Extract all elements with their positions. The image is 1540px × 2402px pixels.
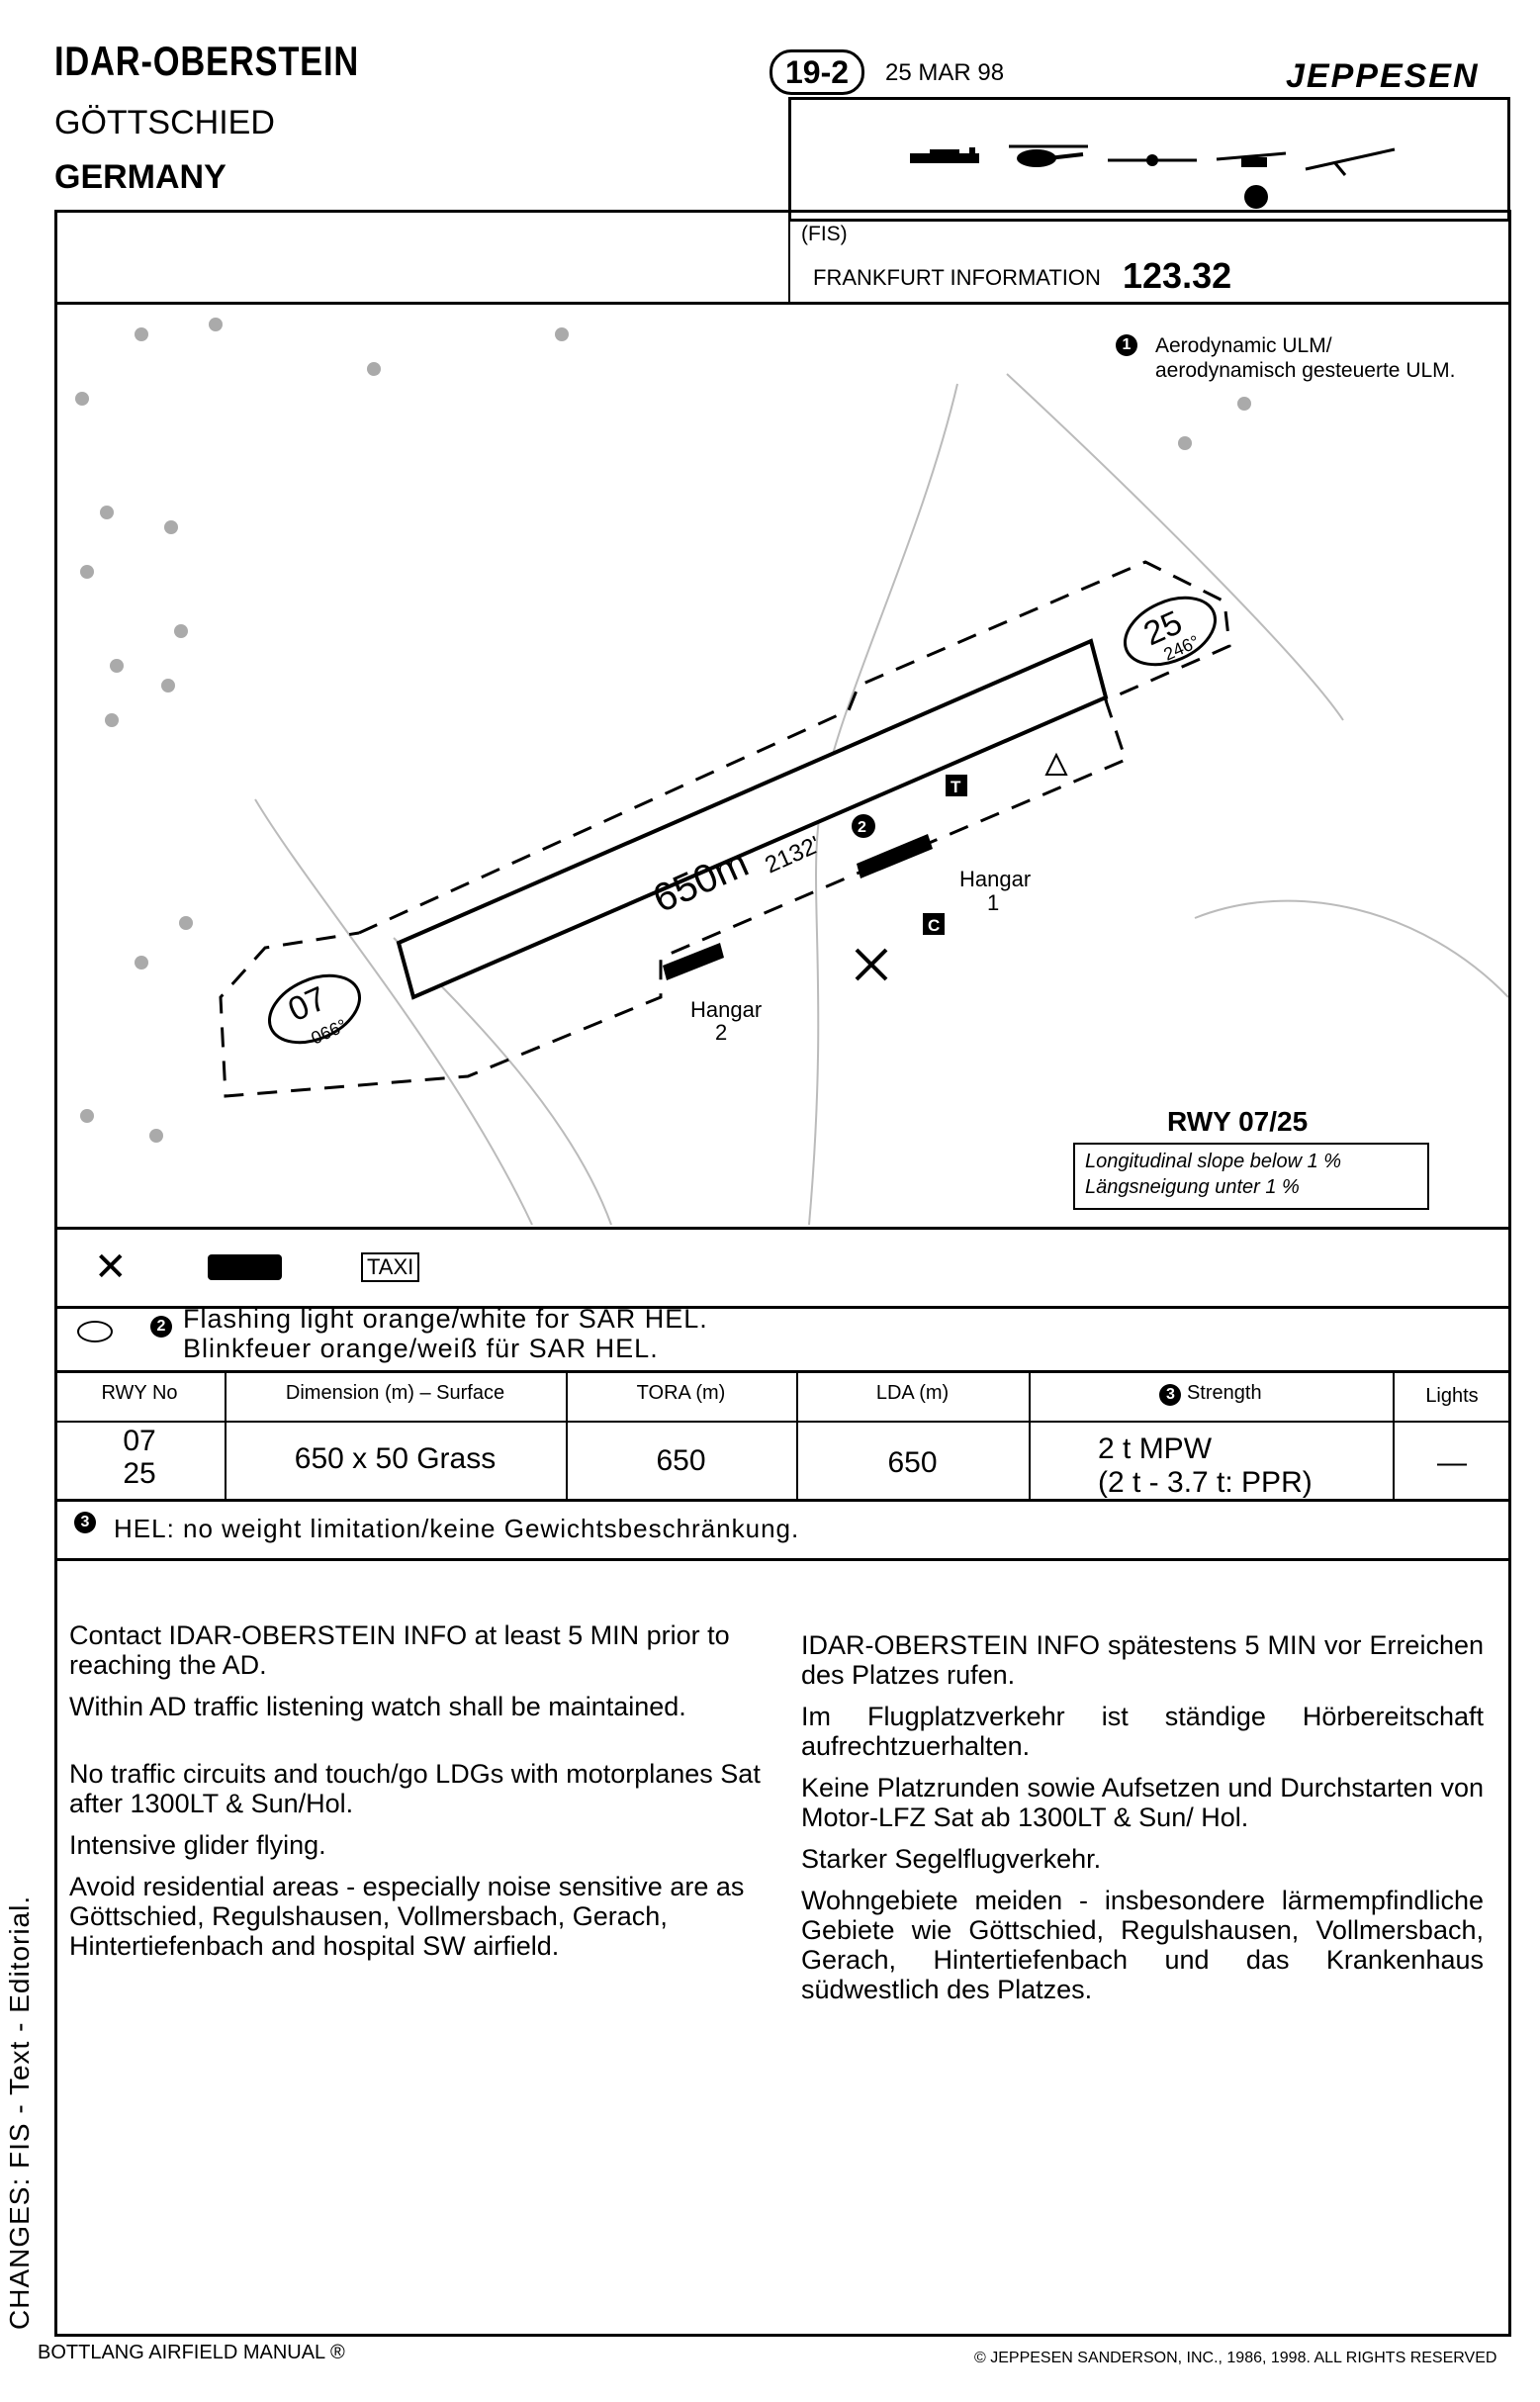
hangar-2-number: 2	[715, 1020, 727, 1045]
cell-lda: 650	[887, 1446, 938, 1479]
rwy-07-marker	[267, 973, 362, 1045]
taxi-icon: TAXI	[361, 1252, 420, 1282]
airplane-icon	[910, 147, 979, 163]
lighting-line-2: Blinkfeuer orange/weiß für SAR HEL.	[183, 1334, 659, 1363]
strength-note-badge: 3	[1159, 1384, 1182, 1406]
place-name: GÖTTSCHIED	[54, 104, 275, 141]
tree-icons	[75, 318, 1251, 1143]
rwy-slope-line-1: Longitudinal slope below 1 %	[1085, 1151, 1342, 1172]
text-en-1: Contact IDAR-OBERSTEIN INFO at least 5 M…	[69, 1620, 730, 1680]
hangar-2-label: Hangar	[690, 997, 762, 1022]
note-2-marker-label: 2	[858, 819, 866, 836]
rwy-25-marker	[1123, 596, 1218, 667]
rwy-slope-box: Longitudinal slope below 1 % Längsneigun…	[1073, 1143, 1429, 1210]
customs-marker-label: C	[928, 916, 940, 935]
text-en-2: Within AD traffic listening watch shall …	[69, 1692, 686, 1721]
text-de-5: Wohngebiete meiden - insbesondere lärmem…	[801, 1886, 1484, 2004]
hangar-1-label: Hangar	[959, 867, 1031, 891]
beacon-icon	[77, 1321, 113, 1342]
aircraft-icons	[910, 144, 1396, 209]
hangar-1-number: 1	[987, 890, 999, 915]
hang-glider-icon	[1305, 147, 1396, 176]
text-en-4: Intensive glider flying.	[69, 1830, 326, 1860]
ulm-icon	[1216, 151, 1287, 167]
hel-note-badge: 3	[74, 1512, 96, 1533]
text-de-column: IDAR-OBERSTEIN INFO spätestens 5 MIN vor…	[801, 1630, 1484, 2004]
header-strength: 3 Strength	[1029, 1382, 1393, 1406]
cell-strength-1: 2 t MPW	[1098, 1432, 1213, 1465]
restaurant-icon-map	[855, 948, 888, 981]
chart-number: 19-2	[770, 49, 864, 95]
road-lines	[254, 373, 1508, 1226]
header-lda: LDA (m)	[875, 1382, 950, 1404]
hangar-2-building	[663, 943, 724, 980]
helicopter-icon	[1009, 144, 1088, 167]
airfield-name: IDAR-OBERSTEIN	[54, 38, 360, 84]
text-de-2: Im Flugplatzverkehr ist ständige Hörbere…	[801, 1702, 1484, 1761]
airfield-map: 650m 2132' 07 066° 25 246° Hangar 1 Hang…	[75, 318, 1508, 1226]
comm-name: FRANKFURT INFORMATION	[813, 265, 1101, 290]
header-rwy-no: RWY No	[101, 1382, 178, 1404]
header-tora: TORA (m)	[636, 1382, 726, 1404]
hangar-1-building	[857, 834, 933, 878]
note-1-line-1: Aerodynamic ULM/	[1155, 334, 1332, 357]
header-dimension: Dimension (m) – Surface	[285, 1382, 505, 1404]
note-1-badge: 1	[1116, 334, 1137, 356]
text-en-3: No traffic circuits and touch/go LDGs wi…	[69, 1759, 761, 1818]
note-1-line-2: aerodynamisch gesteuerte ULM.	[1155, 359, 1456, 382]
text-de-4: Starker Segelflugverkehr.	[801, 1844, 1102, 1874]
rwy-slope-line-2: Längsneigung unter 1 %	[1085, 1176, 1300, 1198]
lighting-note-badge: 2	[150, 1316, 172, 1338]
glider-icon	[1108, 154, 1197, 166]
customs-marker	[923, 913, 945, 935]
text-de-3: Keine Platzrunden sowie Aufsetzen und Du…	[801, 1773, 1484, 1832]
tower-marker	[946, 775, 967, 796]
footer-manual: BOTTLANG AIRFIELD MANUAL ®	[38, 2342, 345, 2363]
obstacle-icon	[1044, 752, 1068, 776]
note-1-marker-icon	[1244, 185, 1268, 209]
runway-outline	[396, 638, 1109, 1000]
country-name: GERMANY	[54, 158, 226, 196]
note-2-marker-icon	[852, 814, 875, 838]
restaurant-icon: ✕	[94, 1246, 128, 1289]
chart-date: 25 MAR 98	[885, 59, 1005, 86]
lighting-text: Flashing light orange/white for SAR HEL.…	[183, 1304, 708, 1363]
bus-icon	[208, 1254, 282, 1280]
hel-note-text: HEL: no weight limitation/keine Gewichts…	[114, 1514, 800, 1543]
lighting-line-1: Flashing light orange/white for SAR HEL.	[183, 1304, 708, 1334]
cell-rwy-1: 07	[123, 1425, 156, 1457]
comm-frequency: 123.32	[1123, 255, 1232, 296]
text-de-1: IDAR-OBERSTEIN INFO spätestens 5 MIN vor…	[801, 1630, 1484, 1690]
header-strength-label: Strength	[1186, 1382, 1262, 1404]
text-en-5: Avoid residential areas - especially noi…	[69, 1872, 745, 1961]
header-lights: Lights	[1425, 1385, 1479, 1407]
cell-lights: —	[1437, 1446, 1467, 1479]
rwy-note-title: RWY 07/25	[1167, 1106, 1309, 1137]
publisher-logo: JEPPESEN	[1286, 57, 1480, 95]
cell-rwy-2: 25	[123, 1457, 156, 1490]
footer-copyright: © JEPPESEN SANDERSON, INC., 1986, 1998. …	[974, 2350, 1497, 2366]
cell-tora: 650	[656, 1444, 706, 1477]
tower-marker-label: T	[951, 778, 961, 796]
changes-sidebar: CHANGES: FIS - Text - Editorial.	[4, 1894, 35, 2330]
comm-type: (FIS)	[801, 223, 848, 245]
text-en-column: Contact IDAR-OBERSTEIN INFO at least 5 M…	[69, 1620, 762, 1961]
cell-dimension: 650 x 50 Grass	[294, 1442, 497, 1475]
chart-frame	[54, 210, 1511, 2337]
cell-strength-2: (2 t - 3.7 t: PPR)	[1098, 1466, 1313, 1499]
aircraft-types-box	[788, 97, 1510, 222]
